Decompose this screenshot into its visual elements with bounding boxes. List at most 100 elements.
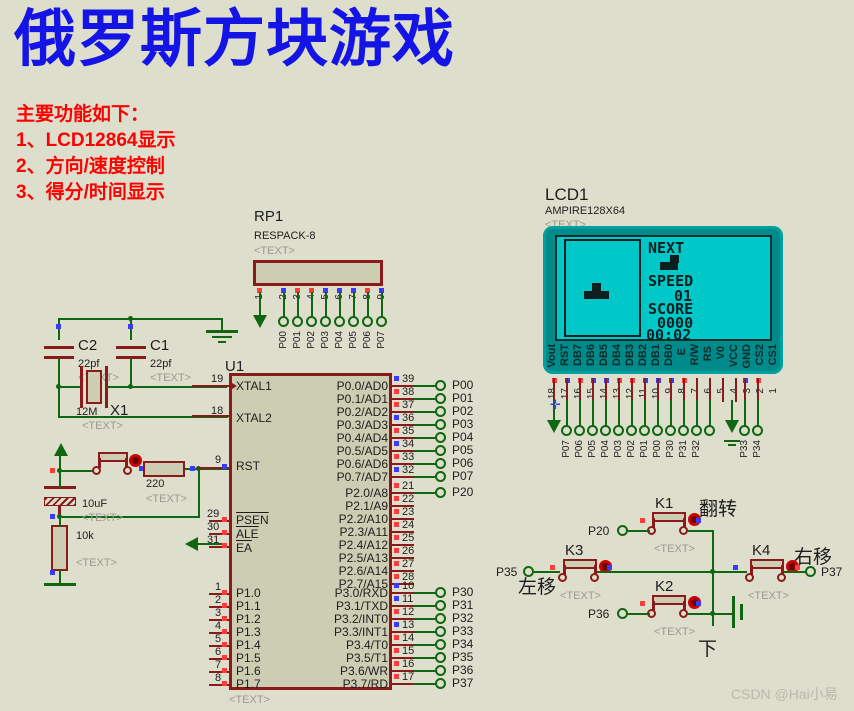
k4-button-cap[interactable] <box>750 559 784 569</box>
button-lead <box>781 565 784 575</box>
net-terminal[interactable] <box>691 425 702 436</box>
net-terminal[interactable] <box>306 316 317 327</box>
net-terminal[interactable] <box>435 393 446 404</box>
k1-ref: K1 <box>655 495 674 512</box>
net-terminal[interactable] <box>639 425 650 436</box>
button-pad[interactable] <box>92 466 101 475</box>
net-terminal[interactable] <box>574 425 585 436</box>
pin-marker <box>394 648 399 653</box>
k3-button-cap[interactable] <box>563 559 597 569</box>
wire <box>605 400 607 426</box>
net-terminal[interactable] <box>435 432 446 443</box>
net-terminal[interactable] <box>613 425 624 436</box>
net-label: P34 <box>752 440 763 458</box>
lcd-speed-label: SPEED <box>648 272 694 290</box>
net-terminal[interactable] <box>704 425 715 436</box>
pin-marker <box>394 622 399 627</box>
lcd-pin-label: DB3 <box>624 344 636 367</box>
pin-lead <box>605 378 607 402</box>
net-terminal[interactable] <box>626 425 637 436</box>
net-terminal[interactable] <box>320 316 331 327</box>
net-terminal[interactable] <box>600 425 611 436</box>
net-terminal[interactable] <box>435 445 446 456</box>
reset-button-cap[interactable] <box>98 452 128 462</box>
net-terminal[interactable] <box>435 613 446 624</box>
net-label: P03 <box>613 440 624 458</box>
k4-button-pad[interactable] <box>745 573 754 582</box>
mcu-pin-number: 27 <box>402 558 415 570</box>
respack-rp1[interactable]: RP1 RESPACK-8 <TEXT> <box>250 208 390 358</box>
c1-text-marker: <TEXT> <box>150 372 191 384</box>
net-terminal[interactable] <box>435 600 446 611</box>
lcd-pin-label: GND <box>741 344 753 369</box>
net-label: P06 <box>574 440 585 458</box>
net-terminal[interactable] <box>617 608 628 619</box>
net-label: P06 <box>362 331 373 349</box>
net-terminal[interactable] <box>739 425 750 436</box>
button-pad[interactable] <box>123 466 132 475</box>
pin-marker <box>394 583 399 588</box>
ground-icon <box>206 330 238 333</box>
wire <box>130 318 132 340</box>
wire <box>414 605 436 607</box>
net-terminal[interactable] <box>561 425 572 436</box>
button-actuator-icon[interactable] <box>129 454 142 467</box>
net-terminal[interactable] <box>652 425 663 436</box>
pin-lead <box>209 684 229 686</box>
k3-button-pad[interactable] <box>590 573 599 582</box>
net-terminal[interactable] <box>435 587 446 598</box>
wire <box>414 450 436 452</box>
junction <box>128 316 133 321</box>
mcu-text-marker: <TEXT> <box>229 694 270 706</box>
pin-lead <box>392 398 414 400</box>
net-terminal[interactable] <box>617 525 628 536</box>
wire <box>130 358 132 388</box>
net-terminal[interactable] <box>678 425 689 436</box>
pin-lead <box>392 631 414 633</box>
net-terminal[interactable] <box>435 419 446 430</box>
k3-button-pad[interactable] <box>558 573 567 582</box>
net-terminal[interactable] <box>435 487 446 498</box>
mcu-pin-label: P3.2/INT0 <box>333 612 388 626</box>
net-terminal[interactable] <box>292 316 303 327</box>
net-terminal[interactable] <box>752 425 763 436</box>
net-terminal[interactable] <box>348 316 359 327</box>
net-terminal[interactable] <box>435 665 446 676</box>
net-label: P31 <box>678 440 689 458</box>
resistor-220-body <box>143 461 185 477</box>
pin-marker <box>394 428 399 433</box>
net-terminal[interactable] <box>278 316 289 327</box>
net-terminal[interactable] <box>435 639 446 650</box>
lcd-speed-value: 01 <box>674 287 693 305</box>
net-terminal[interactable] <box>587 425 598 436</box>
features-block: 主要功能如下： 1、LCD12864显示 2、方向/速度控制 3、得分/时间显示 <box>16 102 175 206</box>
net-terminal[interactable] <box>435 652 446 663</box>
k1-button-cap[interactable] <box>652 512 686 522</box>
k2-button-cap[interactable] <box>652 595 686 605</box>
net-terminal[interactable] <box>665 425 676 436</box>
net-terminal[interactable] <box>435 458 446 469</box>
pin-lead <box>192 385 229 387</box>
wire <box>414 411 436 413</box>
wire <box>534 571 560 573</box>
net-terminal[interactable] <box>376 316 387 327</box>
k4-button-pad[interactable] <box>777 573 786 582</box>
net-terminal[interactable] <box>805 566 816 577</box>
lcd-screen <box>555 235 772 341</box>
pin-marker <box>128 324 133 329</box>
net-terminal[interactable] <box>435 471 446 482</box>
pin-lead <box>579 378 581 402</box>
net-terminal[interactable] <box>435 380 446 391</box>
net-terminal[interactable] <box>334 316 345 327</box>
net-terminal[interactable] <box>362 316 373 327</box>
pin-marker <box>394 389 399 394</box>
net-label: P02 <box>306 331 317 349</box>
net-terminal[interactable] <box>435 678 446 689</box>
net-terminal[interactable] <box>523 566 534 577</box>
pin-lead <box>392 437 414 439</box>
wire <box>414 631 436 633</box>
mcu-body[interactable] <box>229 373 392 690</box>
capacitor-plate <box>116 346 146 349</box>
net-terminal[interactable] <box>435 406 446 417</box>
net-terminal[interactable] <box>435 626 446 637</box>
